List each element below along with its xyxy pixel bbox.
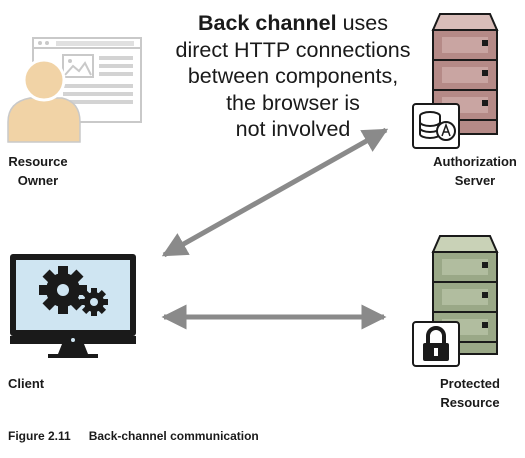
- annotation-line2: direct HTTP connections: [175, 37, 411, 62]
- resource-owner-icon: [7, 37, 142, 143]
- figure-number: Figure 2.11: [8, 429, 71, 443]
- gear-icon: [80, 288, 108, 316]
- annotation-line4: the browser is: [226, 90, 360, 115]
- back-channel-arrow-client-authorization: [161, 127, 389, 258]
- authorization-server-label-line2: Server: [454, 173, 496, 188]
- authorization-server-label-line1: Authorization: [433, 154, 517, 169]
- protected-resource-label-line2: Resource: [440, 395, 500, 410]
- protected-resource-label: Protected Resource: [420, 374, 520, 412]
- gear-icon: [39, 266, 87, 314]
- back-channel-annotation: Back channel uses direct HTTP connection…: [148, 10, 438, 143]
- resource-owner-label: Resource Owner: [0, 152, 76, 190]
- authorization-server-label: Authorization Server: [420, 152, 525, 190]
- figure-caption: Figure 2.11 Back-channel communication: [8, 429, 259, 443]
- client-label-text: Client: [8, 376, 45, 391]
- database-lock-badge-icon: [412, 103, 460, 149]
- client-monitor-icon: [10, 254, 136, 358]
- annotation-line5: not involved: [235, 117, 351, 141]
- padlock-badge-icon: [412, 321, 460, 367]
- annotation-line1: uses: [336, 11, 388, 35]
- protected-resource-label-line1: Protected: [440, 376, 500, 391]
- resource-owner-label-line1: Resource: [8, 154, 68, 169]
- client-label: Client: [8, 374, 44, 393]
- resource-owner-label-line2: Owner: [17, 173, 59, 188]
- authorization-server-icon: [431, 13, 499, 135]
- annotation-line3: between components,: [187, 64, 399, 88]
- figure-title: Back-channel communication: [88, 429, 259, 443]
- annotation-bold-term: Back channel: [197, 11, 337, 35]
